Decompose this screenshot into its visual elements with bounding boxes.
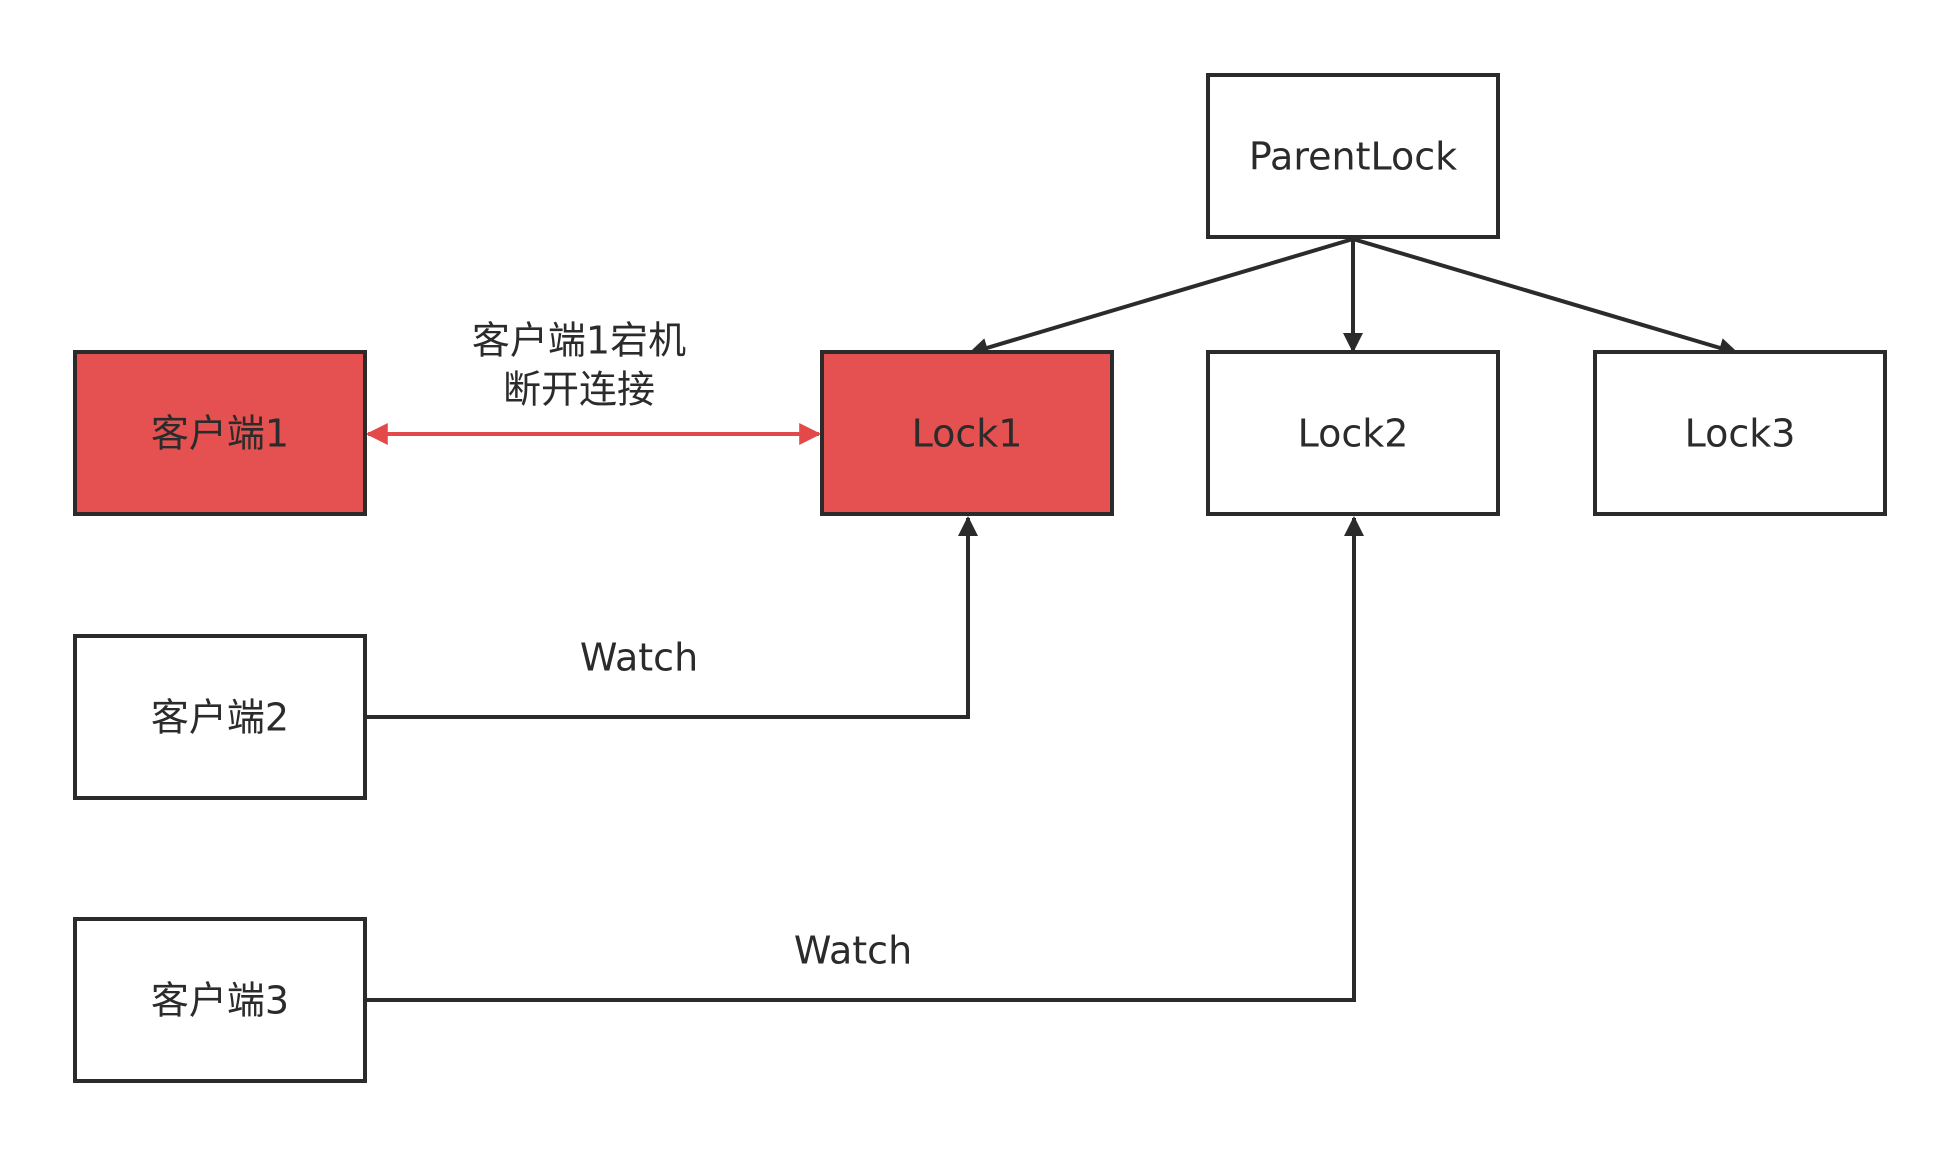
client1-label: 客户端1 (151, 412, 289, 456)
edges-parent (968, 237, 1739, 358)
node-client3: 客户端3 (73, 917, 367, 1083)
node-lock3: Lock3 (1593, 350, 1887, 516)
edge-parentlock-lock3 (1352, 237, 1739, 358)
watch-label-client3: Watch (794, 929, 912, 973)
lock1-label: Lock1 (912, 412, 1023, 456)
lock3-label: Lock3 (1685, 412, 1796, 456)
node-lock1: Lock1 (820, 350, 1114, 516)
edge-client2-watch-lock1 (366, 516, 978, 719)
client2-label: 客户端2 (151, 696, 289, 740)
edge-client3-watch-lock2 (366, 516, 1364, 1002)
disconnect-label-line1: 客户端1宕机 (472, 319, 686, 363)
disconnect-label-line2: 断开连接 (503, 368, 655, 412)
lock2-label: Lock2 (1298, 412, 1409, 456)
node-client1: 客户端1 (73, 350, 367, 516)
edge-parentlock-lock1 (968, 237, 1354, 358)
node-lock2: Lock2 (1206, 350, 1500, 516)
node-client2: 客户端2 (73, 634, 367, 800)
client3-label: 客户端3 (151, 979, 289, 1023)
node-parent-lock: ParentLock (1206, 73, 1500, 239)
watch-label-client2: Watch (580, 636, 698, 680)
parent-lock-label: ParentLock (1249, 135, 1457, 179)
